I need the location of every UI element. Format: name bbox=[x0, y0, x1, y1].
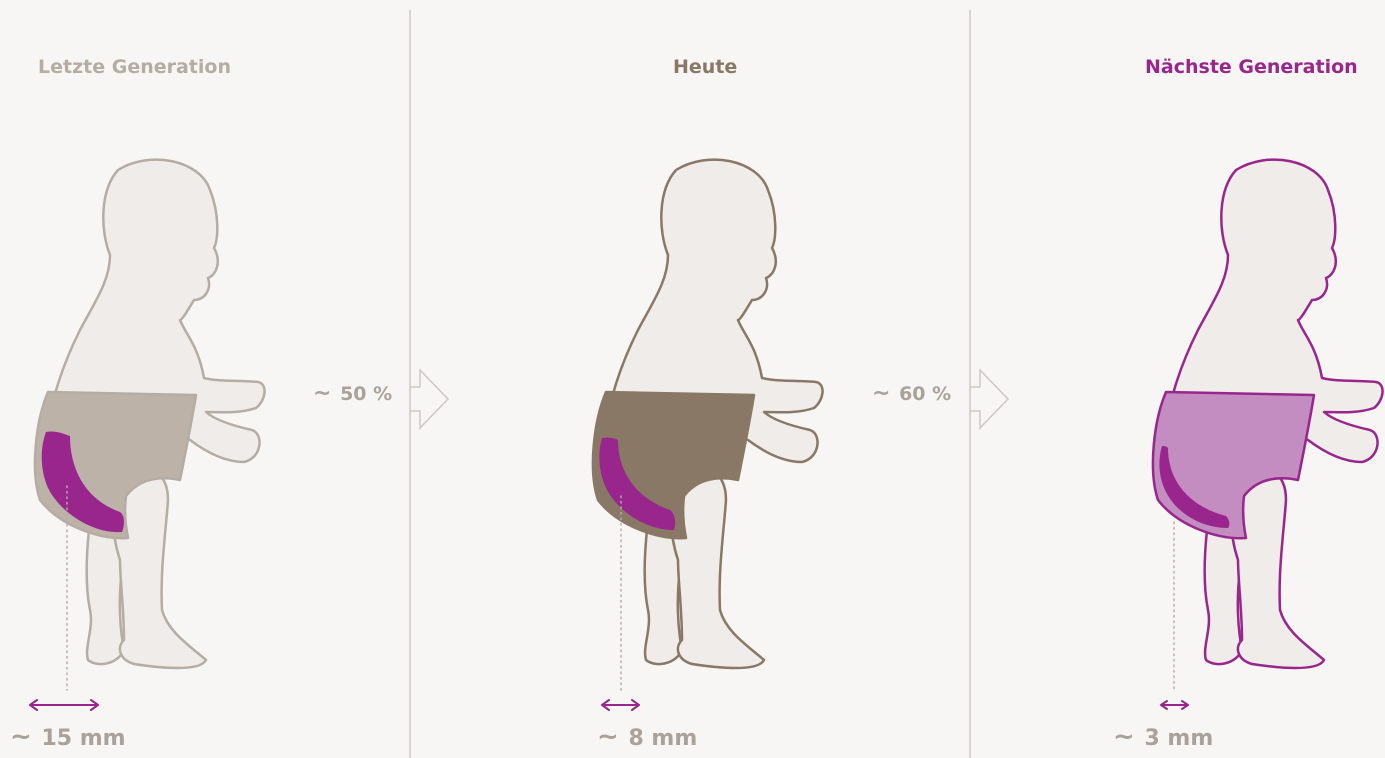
baby-illustration bbox=[1153, 160, 1383, 668]
thickness-label: ~ 3 mm bbox=[1113, 722, 1213, 752]
column-title: Letzte Generation bbox=[38, 56, 231, 78]
transition-arrow-right-icon bbox=[410, 370, 448, 428]
baby-illustration bbox=[35, 160, 265, 668]
baby-illustration bbox=[593, 160, 823, 668]
thickness-label: ~ 15 mm bbox=[10, 722, 126, 752]
transition-reduction-label: ~ 50 % bbox=[313, 381, 392, 406]
column-title: Heute bbox=[673, 56, 737, 78]
transition-arrow-right-icon bbox=[970, 370, 1008, 428]
column-title: Nächste Generation bbox=[1145, 56, 1358, 78]
measurement-arrow-icon bbox=[1161, 701, 1188, 709]
thickness-label: ~ 8 mm bbox=[597, 722, 697, 752]
measurement-arrow-icon bbox=[602, 700, 639, 710]
transition-reduction-label: ~ 60 % bbox=[872, 381, 951, 406]
measurement-arrow-icon bbox=[30, 700, 98, 710]
